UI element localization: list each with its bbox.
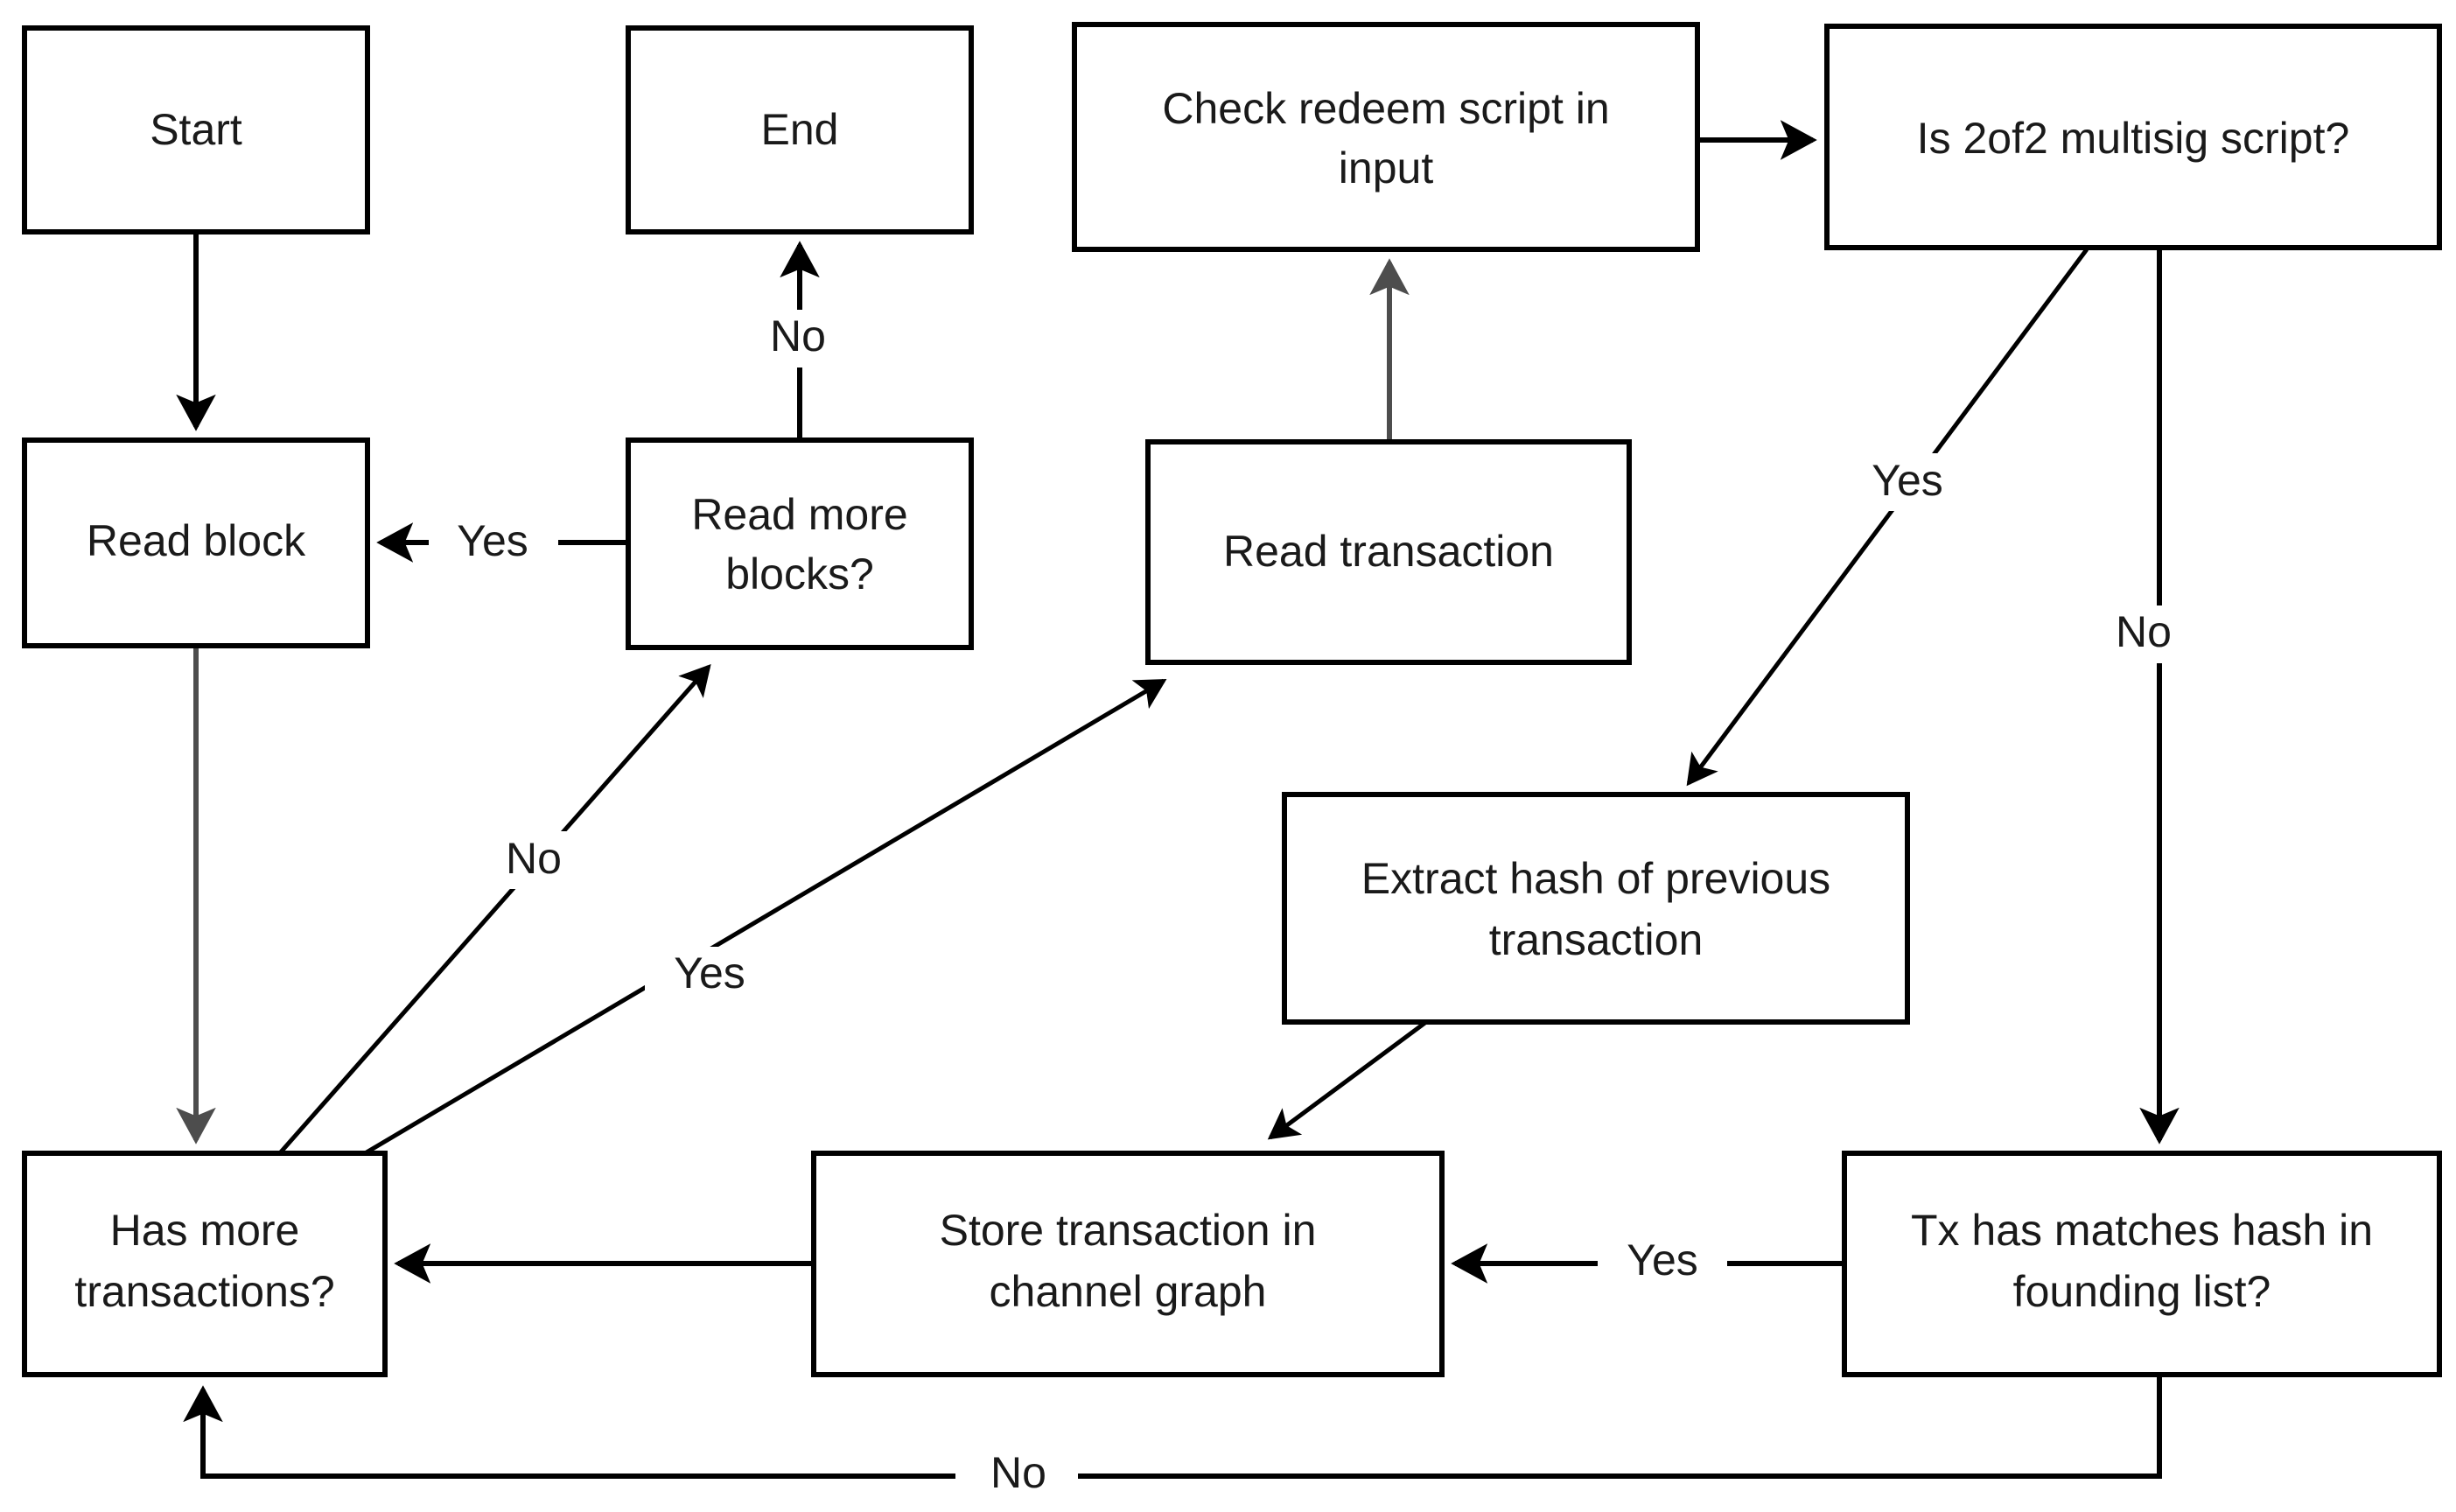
node-tx-has-matches-hash-label-line2: founding list? [2013, 1267, 2271, 1316]
node-read-more-blocks-label-line1: Read more [691, 490, 907, 539]
node-read-transaction-label: Read transaction [1223, 527, 1554, 576]
node-check-redeem-script-label-line1: Check redeem script in [1162, 84, 1609, 133]
node-extract-hash-label-line2: transaction [1489, 915, 1704, 964]
svg-text:Yes: Yes [674, 948, 745, 998]
node-end-label: End [761, 105, 839, 154]
edge-extract-hash-to-store-transaction [1267, 1019, 1428, 1140]
node-tx-has-matches-hash[interactable]: Tx has matches hash in founding list? [1842, 1151, 2442, 1377]
svg-text:Yes: Yes [1872, 456, 1943, 505]
edge-tx-has-matches-hash-to-has-more-transactions-loop [183, 1375, 2162, 1479]
node-read-transaction[interactable]: Read transaction [1145, 439, 1632, 665]
edge-label-yes-has-more-to-read-transaction: Yes [645, 947, 774, 1004]
node-read-more-blocks[interactable]: Read more blocks? [626, 438, 974, 650]
edge-has-more-transactions-to-read-more-blocks [276, 663, 711, 1157]
node-check-redeem-script-label-line2: input [1339, 144, 1434, 192]
edge-label-no-loop-bottom: No [962, 1446, 1074, 1503]
svg-text:Yes: Yes [457, 516, 528, 565]
svg-text:No: No [770, 312, 826, 360]
edge-label-no-has-more-to-read-more: No [478, 831, 590, 889]
node-has-more-transactions-label-line2: transactions? [74, 1267, 334, 1316]
svg-text:No: No [2116, 607, 2172, 656]
node-is-2of2-multisig[interactable]: Is 2of2 multisig script? [1824, 24, 2442, 250]
svg-text:No: No [506, 834, 562, 883]
node-end[interactable]: End [626, 25, 974, 234]
node-store-transaction[interactable]: Store transaction in channel graph [811, 1151, 1445, 1377]
node-start[interactable]: Start [22, 25, 370, 234]
edge-label-no-read-more-to-end: No [744, 310, 856, 368]
svg-text:No: No [990, 1448, 1046, 1497]
edge-has-more-transactions-to-read-transaction [331, 678, 1167, 1175]
node-read-block-label: Read block [87, 516, 306, 565]
node-extract-hash[interactable]: Extract hash of previous transaction [1282, 792, 1910, 1025]
edge-label-yes-is-2of2-to-extract-hash: Yes [1843, 453, 1972, 511]
node-has-more-transactions[interactable]: Has more transactions? [22, 1151, 388, 1377]
svg-text:Yes: Yes [1627, 1236, 1698, 1284]
node-store-transaction-label-line1: Store transaction in [940, 1206, 1317, 1255]
edge-label-yes-tx-has-matches-to-store: Yes [1598, 1234, 1727, 1292]
edge-label-yes-read-more-to-read-block: Yes [429, 514, 558, 570]
node-read-block[interactable]: Read block [22, 438, 370, 648]
node-tx-has-matches-hash-label-line1: Tx has matches hash in [1911, 1206, 2373, 1255]
node-check-redeem-script[interactable]: Check redeem script in input [1072, 22, 1700, 252]
node-start-label: Start [150, 105, 242, 154]
node-has-more-transactions-label-line1: Has more [110, 1206, 300, 1255]
edge-is-2of2-multisig-to-extract-hash [1686, 248, 2089, 787]
node-is-2of2-multisig-label: Is 2of2 multisig script? [1917, 114, 2350, 163]
edge-label-no-is-2of2-to-tx-has-matches: No [2088, 606, 2200, 663]
node-read-more-blocks-label-line2: blocks? [725, 550, 874, 598]
node-store-transaction-label-line2: channel graph [990, 1267, 1267, 1316]
node-extract-hash-label-line1: Extract hash of previous [1361, 854, 1830, 903]
